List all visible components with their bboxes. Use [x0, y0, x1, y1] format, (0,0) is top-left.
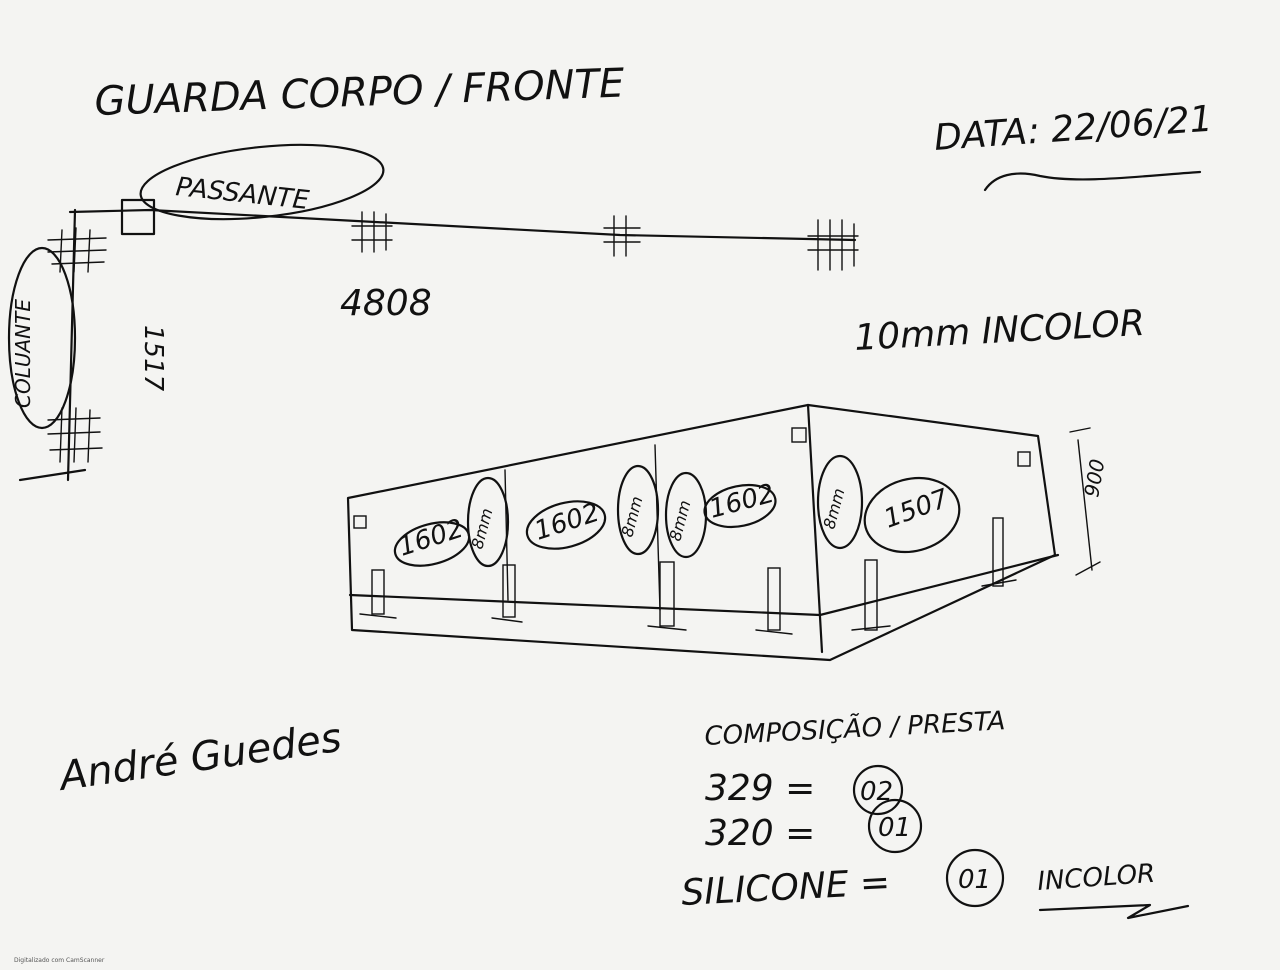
passante-label: PASSANTE	[174, 172, 311, 216]
clamp-square	[353, 515, 367, 529]
clamp-mark	[47, 407, 103, 463]
composition-item-left: 320 =	[705, 813, 815, 854]
quantity-circle	[945, 848, 1005, 908]
panel-width-label: 1507	[880, 484, 953, 535]
panel-bubble	[525, 500, 607, 550]
elevation-base-line	[348, 553, 1060, 617]
coluante-bubble	[7, 246, 77, 430]
glass-spec: 10mm INCOLOR	[853, 303, 1145, 359]
gap-bubble	[664, 471, 708, 559]
clamp-mark	[603, 215, 641, 257]
height-label: 900	[1079, 457, 1109, 499]
signature: André Guedes	[54, 715, 344, 800]
coluante-label: COLUANTE	[11, 299, 35, 408]
clamp-mark	[351, 211, 393, 253]
composition-item-left: SILICONE =	[680, 862, 891, 914]
plan-view: PASSANTE COLUANTE 4808 1517	[7, 143, 859, 482]
panel-width-label: 1602	[706, 479, 778, 525]
spigot-post	[851, 559, 891, 631]
gap-bubble	[616, 464, 660, 556]
quantity-circle	[852, 764, 904, 816]
passante-bubble	[139, 143, 385, 221]
spigot-post	[359, 569, 397, 619]
composition-item-qty: 01	[958, 865, 991, 895]
panel-bubble	[863, 476, 961, 554]
gap-label: 8mm	[468, 506, 497, 551]
corner-post	[120, 198, 156, 236]
gap-label: 8mm	[618, 494, 647, 539]
composition-item-qty: 02	[860, 777, 893, 807]
spigot-post	[647, 561, 687, 631]
front-length-label: 4808	[340, 283, 432, 324]
clamp-mark	[47, 227, 107, 273]
plan-side-line	[66, 208, 77, 482]
gap-label: 8mm	[820, 486, 849, 531]
spigot-post	[981, 517, 1017, 587]
date-block: DATA: 22/06/21	[933, 99, 1214, 192]
spigot-post	[755, 567, 793, 635]
quantity-circle	[867, 798, 923, 854]
composition-list: COMPOSIÇÃO / PRESTA 329 = 02 320 = 01 SI…	[680, 704, 1190, 920]
clamp-square	[1017, 451, 1031, 467]
side-length-label: 1517	[138, 325, 168, 392]
gap-label: 8mm	[666, 498, 695, 543]
composition-note: INCOLOR	[1036, 859, 1156, 897]
elevation-corner-edge	[806, 403, 824, 654]
composition-title: COMPOSIÇÃO / PRESTA	[704, 704, 1006, 752]
composition-item-qty: 01	[878, 813, 911, 843]
clamp-square	[791, 427, 807, 443]
panel-bubble	[703, 483, 777, 529]
elevation-view: 900 1602 1602 1602 1507 8mm	[346, 403, 1110, 662]
clamp-mark	[807, 219, 859, 271]
gap-bubble	[816, 454, 864, 550]
date-label: DATA: 22/06/21	[933, 99, 1214, 159]
drawing-title: GUARDA CORPO / FRONTE	[94, 61, 626, 125]
height-dimension-line	[1069, 427, 1101, 576]
composition-note-underline	[1038, 903, 1190, 920]
spigot-post	[491, 564, 523, 623]
date-underline	[983, 170, 1202, 192]
panel-width-label: 1602	[531, 498, 603, 547]
scanner-watermark: Digitalizado com CamScanner	[14, 957, 105, 964]
composition-item-left: 329 =	[705, 768, 815, 809]
gap-bubble	[466, 476, 510, 568]
plan-front-line	[68, 208, 857, 242]
plan-side-end	[18, 468, 87, 482]
